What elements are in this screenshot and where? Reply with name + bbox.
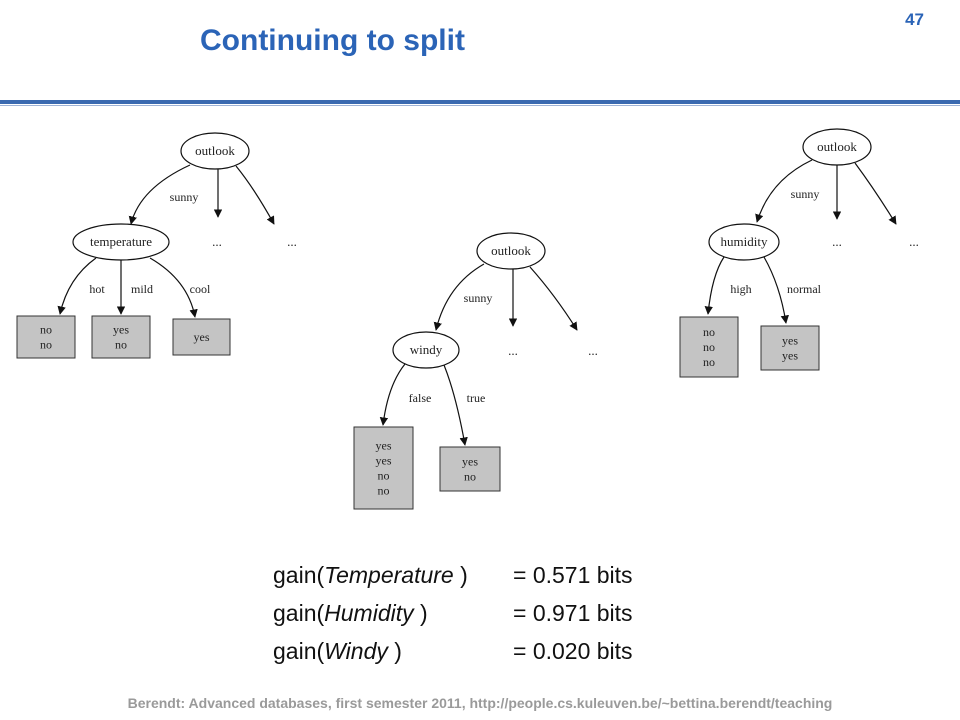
title-divider-thin xyxy=(0,105,960,106)
leaf-value: yes xyxy=(113,323,129,337)
gain-label: gain(Humidity ) xyxy=(273,600,428,626)
leaf-value: no xyxy=(115,338,127,352)
ellipsis-label: ... xyxy=(588,343,598,358)
branch-arrow xyxy=(128,164,191,225)
branch-label: sunny xyxy=(464,291,493,305)
other-branch-arrow xyxy=(235,165,275,225)
title-divider xyxy=(0,100,960,104)
root-node-label: outlook xyxy=(817,139,857,154)
leaf-value: yes xyxy=(194,330,210,344)
decision-tree-3: outlooksunny......humidityhighnonononorm… xyxy=(679,128,919,378)
ellipsis-label: ... xyxy=(909,234,919,249)
branch-label: sunny xyxy=(791,187,820,201)
leaf-value: no xyxy=(378,469,390,483)
ellipsis-label: ... xyxy=(832,234,842,249)
edge-arrow xyxy=(704,256,725,315)
split-node-label: humidity xyxy=(721,234,768,249)
other-branch-arrow xyxy=(529,266,578,331)
edge-arrow xyxy=(57,257,97,315)
leaf-value: no xyxy=(703,355,715,369)
leaf-box xyxy=(16,315,76,359)
trees-layer: outlooksunny......temperaturehotnonomild… xyxy=(16,128,919,510)
ellipsis-label: ... xyxy=(287,234,297,249)
gain-list: gain(Temperature ) = 0.571 bits gain(Humi… xyxy=(273,556,633,670)
leaf-value: yes xyxy=(376,454,392,468)
split-node-label: windy xyxy=(410,342,443,357)
leaf-value: yes xyxy=(782,349,798,363)
edge-arrow xyxy=(149,257,198,318)
leaf-value: yes xyxy=(376,439,392,453)
gain-value: = 0.571 bits xyxy=(513,562,633,588)
leaf-box xyxy=(679,316,739,378)
gain-label: gain(Windy ) xyxy=(273,638,402,664)
split-node xyxy=(708,223,780,261)
edge-label: normal xyxy=(787,282,822,296)
ellipsis-label: ... xyxy=(508,343,518,358)
leaf-box xyxy=(760,325,820,371)
gain-row-temperature: gain(Temperature ) = 0.571 bits xyxy=(273,556,633,594)
leaf-value: no xyxy=(464,470,476,484)
leaf-box xyxy=(91,315,151,359)
branch-arrow xyxy=(433,263,485,331)
root-node xyxy=(180,132,250,170)
root-node-label: outlook xyxy=(491,243,531,258)
edge-arrow xyxy=(379,363,406,426)
gain-value: = 0.971 bits xyxy=(513,600,633,626)
leaf-value: no xyxy=(703,325,715,339)
edge-label: hot xyxy=(89,282,105,296)
leaf-value: no xyxy=(40,323,52,337)
edge-label: true xyxy=(467,391,486,405)
branch-arrow xyxy=(755,159,813,223)
leaf-box xyxy=(353,426,414,510)
leaf-box xyxy=(172,318,231,356)
leaf-value: yes xyxy=(782,334,798,348)
gain-value: = 0.020 bits xyxy=(513,638,633,664)
ellipsis-label: ... xyxy=(212,234,222,249)
decision-tree-1: outlooksunny......temperaturehotnonomild… xyxy=(16,132,297,359)
gain-label: gain(Temperature ) xyxy=(273,562,468,588)
edge-label: mild xyxy=(131,282,153,296)
slide-title: Continuing to split xyxy=(200,24,465,57)
gain-row-humidity: gain(Humidity ) = 0.971 bits xyxy=(273,594,633,632)
edge-label: high xyxy=(730,282,751,296)
decision-tree-2: outlooksunny......windyfalseyesyesnonotr… xyxy=(353,232,598,510)
root-node-label: outlook xyxy=(195,143,235,158)
split-node-label: temperature xyxy=(90,234,152,249)
other-branch-arrow xyxy=(854,162,897,225)
root-node xyxy=(476,232,546,270)
leaf-value: no xyxy=(378,484,390,498)
edge-label: cool xyxy=(190,282,211,296)
leaf-node: yes xyxy=(172,318,231,356)
leaf-box xyxy=(439,446,501,492)
leaf-value: no xyxy=(703,340,715,354)
edge-label: false xyxy=(409,391,432,405)
page-number: 47 xyxy=(905,10,924,29)
edge-arrow xyxy=(763,256,789,324)
edge-arrow xyxy=(443,364,468,446)
leaf-value: yes xyxy=(462,455,478,469)
leaf-value: no xyxy=(40,338,52,352)
split-node xyxy=(392,331,460,369)
gain-row-windy: gain(Windy ) = 0.020 bits xyxy=(273,632,633,670)
branch-label: sunny xyxy=(170,190,199,204)
slide-footer: Berendt: Advanced databases, first semes… xyxy=(127,695,833,711)
